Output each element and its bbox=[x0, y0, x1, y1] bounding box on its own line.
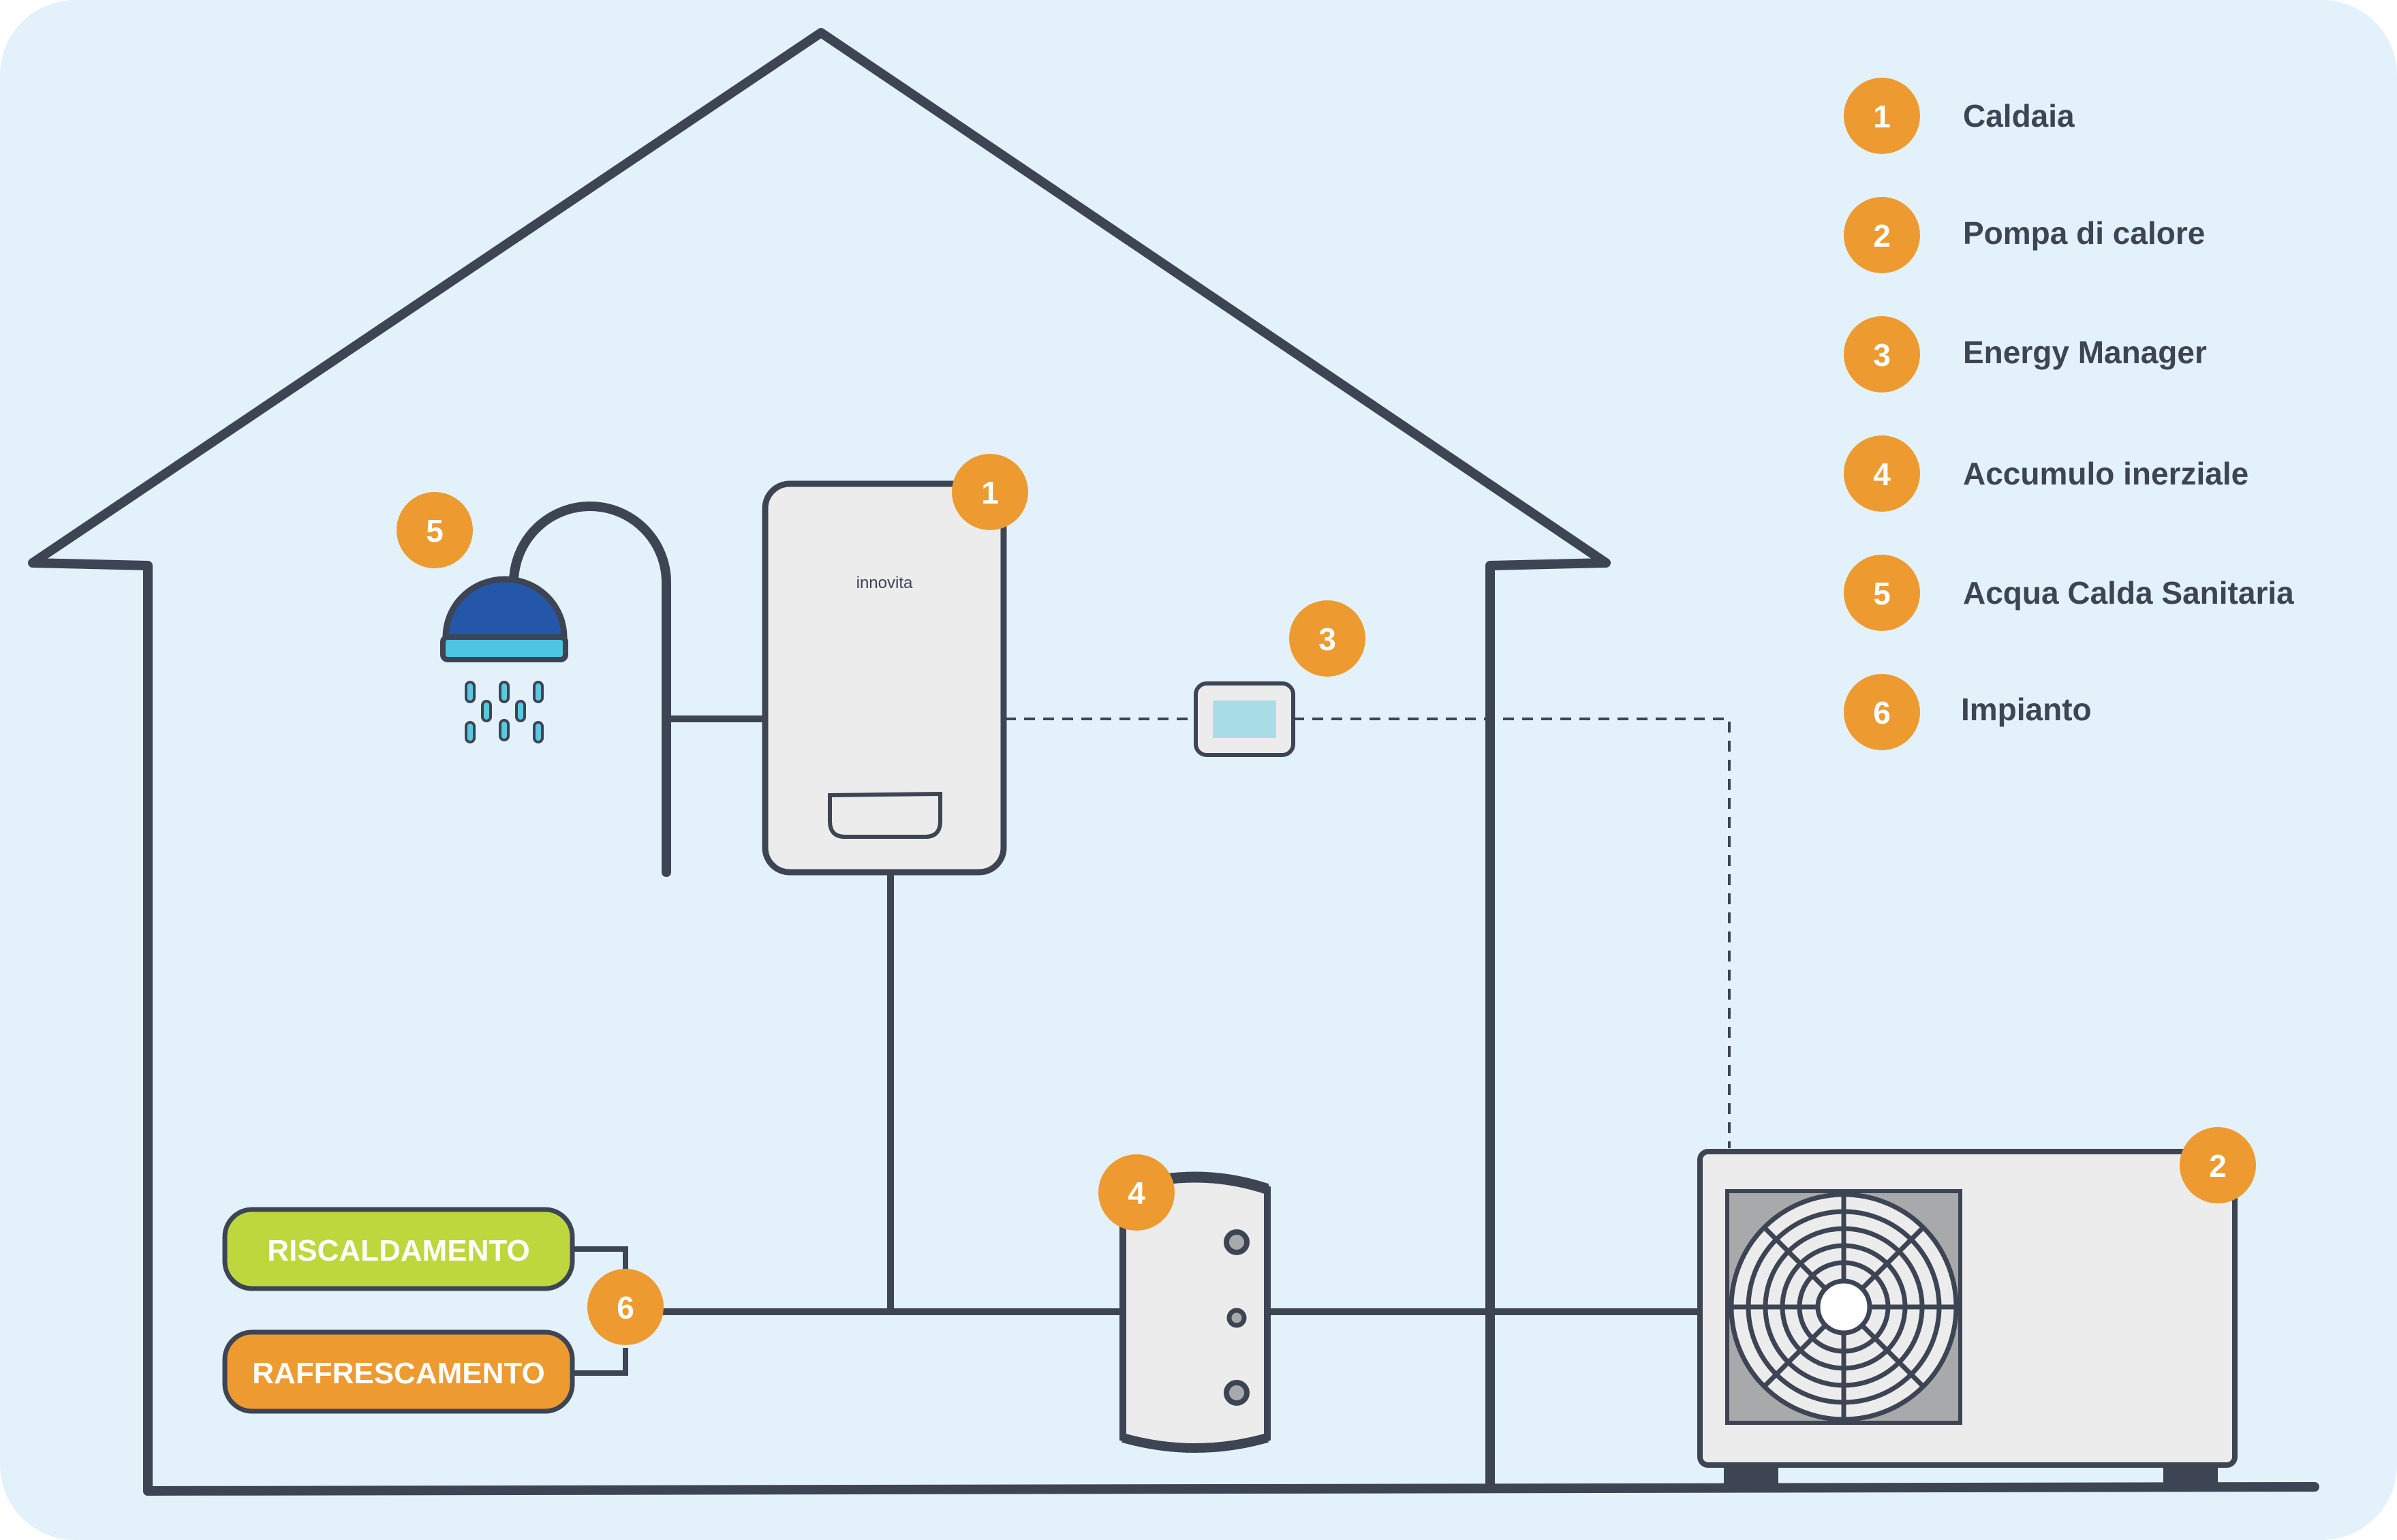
water-drop bbox=[481, 700, 492, 722]
legend-badge bbox=[1844, 674, 1920, 750]
boiler-brand: innovita bbox=[856, 574, 913, 592]
legend: 1 Caldaia 2 Pompa di calore 3 Energy Man… bbox=[1844, 78, 2294, 750]
badge-heat-pump: 2 bbox=[2180, 1127, 2256, 1203]
boiler-body bbox=[762, 480, 1007, 876]
buffer-tank-port bbox=[1226, 1308, 1247, 1328]
boiler-display-slot bbox=[828, 791, 942, 839]
water-drop bbox=[499, 681, 510, 703]
fan-grille bbox=[1729, 1192, 1959, 1422]
boiler: innovita bbox=[762, 480, 1007, 876]
buffer-tank-port bbox=[1224, 1229, 1250, 1255]
heating-pill bbox=[222, 1207, 575, 1291]
svg-text:1: 1 bbox=[981, 475, 999, 510]
svg-text:4: 4 bbox=[1873, 457, 1891, 492]
legend-item: 4 Accumulo inerziale bbox=[1844, 435, 2248, 512]
legend-item: 6 Impianto bbox=[1844, 674, 2092, 750]
water-drop bbox=[465, 681, 476, 703]
legend-item: 5 Acqua Calda Sanitaria bbox=[1844, 555, 2294, 631]
svg-text:1: 1 bbox=[1873, 99, 1891, 134]
energy-manager bbox=[1194, 681, 1295, 757]
cooling-label: RAFFRESCAMENTO bbox=[252, 1357, 544, 1390]
badge-buffer-tank: 4 bbox=[1098, 1154, 1175, 1231]
legend-badge bbox=[1844, 316, 1920, 392]
heating-label: RISCALDAMENTO bbox=[267, 1234, 529, 1267]
legend-badge bbox=[1844, 435, 1920, 512]
legend-label: Caldaia bbox=[1963, 98, 2075, 134]
legend-label: Accumulo inerziale bbox=[1963, 456, 2248, 491]
svg-text:3: 3 bbox=[1873, 337, 1891, 373]
legend-item: 3 Energy Manager bbox=[1844, 316, 2207, 392]
badge-shower: 5 bbox=[397, 492, 473, 568]
badge-boiler: 1 bbox=[952, 454, 1028, 530]
ground-line bbox=[143, 1482, 2319, 1496]
system-connector bbox=[572, 1246, 628, 1376]
house-outline bbox=[28, 28, 1611, 1496]
svg-text:2: 2 bbox=[1873, 218, 1891, 253]
badge-energy-manager: 3 bbox=[1289, 600, 1365, 677]
svg-text:2: 2 bbox=[2209, 1148, 2227, 1184]
legend-label: Pompa di calore bbox=[1963, 215, 2205, 251]
svg-text:6: 6 bbox=[617, 1290, 634, 1325]
shower-head-ring bbox=[440, 634, 568, 662]
svg-text:5: 5 bbox=[1873, 576, 1891, 611]
badge-system: 6 bbox=[587, 1269, 664, 1345]
cooling-pill bbox=[222, 1329, 575, 1414]
water-drop bbox=[499, 719, 510, 741]
heat-pump bbox=[1697, 1149, 2238, 1485]
legend-badge bbox=[1844, 555, 1920, 631]
energy-manager-screen bbox=[1213, 700, 1276, 738]
water-drops bbox=[465, 681, 544, 743]
water-drop bbox=[533, 681, 544, 703]
legend-label: Energy Manager bbox=[1963, 335, 2207, 370]
water-drop bbox=[533, 721, 544, 743]
legend-item: 1 Caldaia bbox=[1844, 78, 2075, 154]
water-drop bbox=[515, 700, 526, 722]
shower-head bbox=[442, 576, 568, 641]
legend-badge bbox=[1844, 78, 1920, 154]
svg-text:5: 5 bbox=[426, 513, 444, 549]
legend-label: Acqua Calda Sanitaria bbox=[1963, 575, 2294, 611]
svg-text:6: 6 bbox=[1873, 695, 1891, 730]
legend-label: Impianto bbox=[1961, 692, 2092, 727]
buffer-tank-port bbox=[1224, 1380, 1250, 1406]
legend-badge bbox=[1844, 197, 1920, 273]
buffer-tank-base bbox=[1122, 1433, 1269, 1453]
water-drop bbox=[465, 721, 476, 743]
svg-text:3: 3 bbox=[1318, 621, 1336, 657]
legend-item: 2 Pompa di calore bbox=[1844, 197, 2205, 273]
shower bbox=[440, 502, 671, 877]
svg-text:4: 4 bbox=[1128, 1175, 1145, 1211]
